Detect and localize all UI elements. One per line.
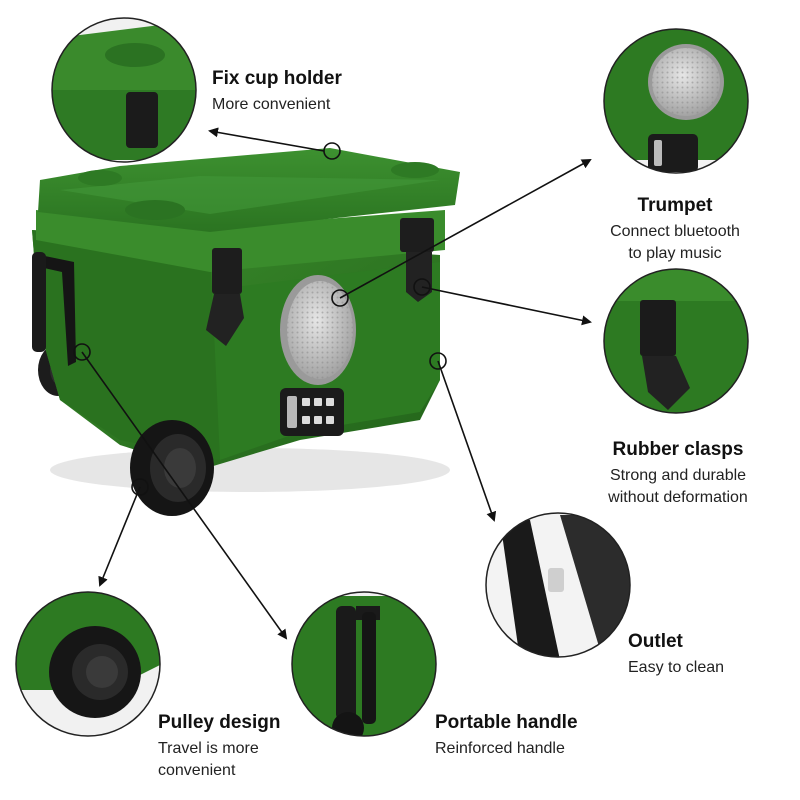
pulley-title: Pulley design: [158, 712, 281, 733]
pulley-desc-line2: convenient: [158, 762, 236, 779]
rubber-clasps-desc-line1: Strong and durable: [609, 467, 747, 484]
outlet-title: Outlet: [628, 631, 683, 652]
pulley-desc-line1: Travel is more: [158, 740, 259, 757]
outlet-detail-circle: [485, 512, 631, 658]
trumpet-desc-line2: to play music: [628, 245, 722, 262]
feature-trumpet: Trumpet Connect bluetooth to play music: [590, 195, 760, 265]
callout-markers: [73, 142, 447, 496]
feature-pulley: Pulley design Travel is more convenient: [158, 712, 328, 782]
handle-detail-circle: [291, 591, 437, 737]
trumpet-desc-line1: Connect bluetooth: [610, 223, 740, 240]
feature-outlet: Outlet Easy to clean: [628, 631, 724, 679]
cooler-main-illustration: [32, 148, 460, 516]
trumpet-title: Trumpet: [637, 195, 713, 216]
feature-portable-handle: Portable handle Reinforced handle: [435, 712, 578, 760]
outlet-desc: Easy to clean: [628, 659, 725, 676]
rubber-clasps-detail-circle: [603, 268, 749, 414]
feature-rubber-clasps: Rubber clasps Strong and durable without…: [588, 439, 768, 509]
cup-holder-title: Fix cup holder: [212, 68, 342, 89]
handle-desc: Reinforced handle: [435, 740, 565, 757]
rubber-clasps-desc-line2: without deformation: [608, 489, 748, 506]
callout-lines: [81, 127, 592, 640]
feature-cup-holder: Fix cup holder More convenient: [212, 68, 342, 116]
pulley-detail-circle: [15, 591, 161, 737]
cup-holder-desc: More convenient: [212, 96, 331, 113]
rubber-clasps-title: Rubber clasps: [612, 439, 744, 460]
handle-title: Portable handle: [435, 712, 578, 733]
trumpet-detail-circle: [603, 28, 749, 174]
cup-holder-detail-circle: [51, 17, 197, 163]
